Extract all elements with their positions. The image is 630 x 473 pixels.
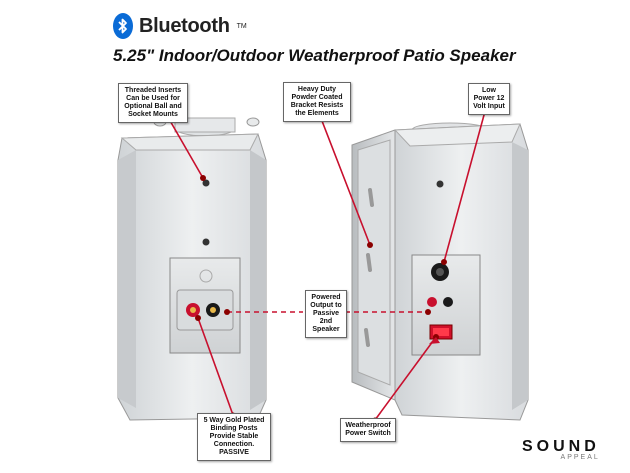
bluetooth-logo: Bluetooth TM [113, 13, 247, 39]
leader-lines [164, 103, 488, 421]
callout-powered-output: Powered Output to Passive 2nd Speaker [305, 290, 347, 338]
callout-binding-posts: 5 Way Gold Plated Binding Posts Provide … [197, 413, 271, 461]
bluetooth-icon [113, 13, 133, 39]
left-speaker [117, 117, 267, 421]
trademark-mark: TM [236, 22, 247, 30]
callout-threaded-inserts: Threaded Inserts Can be Used for Optiona… [118, 83, 188, 123]
right-speaker [351, 122, 529, 421]
callout-low-power-input: Low Power 12 Volt Input [468, 83, 510, 115]
brand-main-text: SOUND [522, 438, 600, 455]
callout-power-switch: Weatherproof Power Switch [340, 418, 396, 442]
callout-powder-bracket: Heavy Duty Powder Coated Bracket Resists… [283, 82, 351, 122]
brand-sub-text: APPEAL [560, 454, 600, 461]
bluetooth-wordmark: Bluetooth [139, 14, 230, 37]
sound-appeal-logo: SOUND APPEAL [522, 438, 600, 461]
page-title: 5.25" Indoor/Outdoor Weatherproof Patio … [113, 46, 516, 65]
